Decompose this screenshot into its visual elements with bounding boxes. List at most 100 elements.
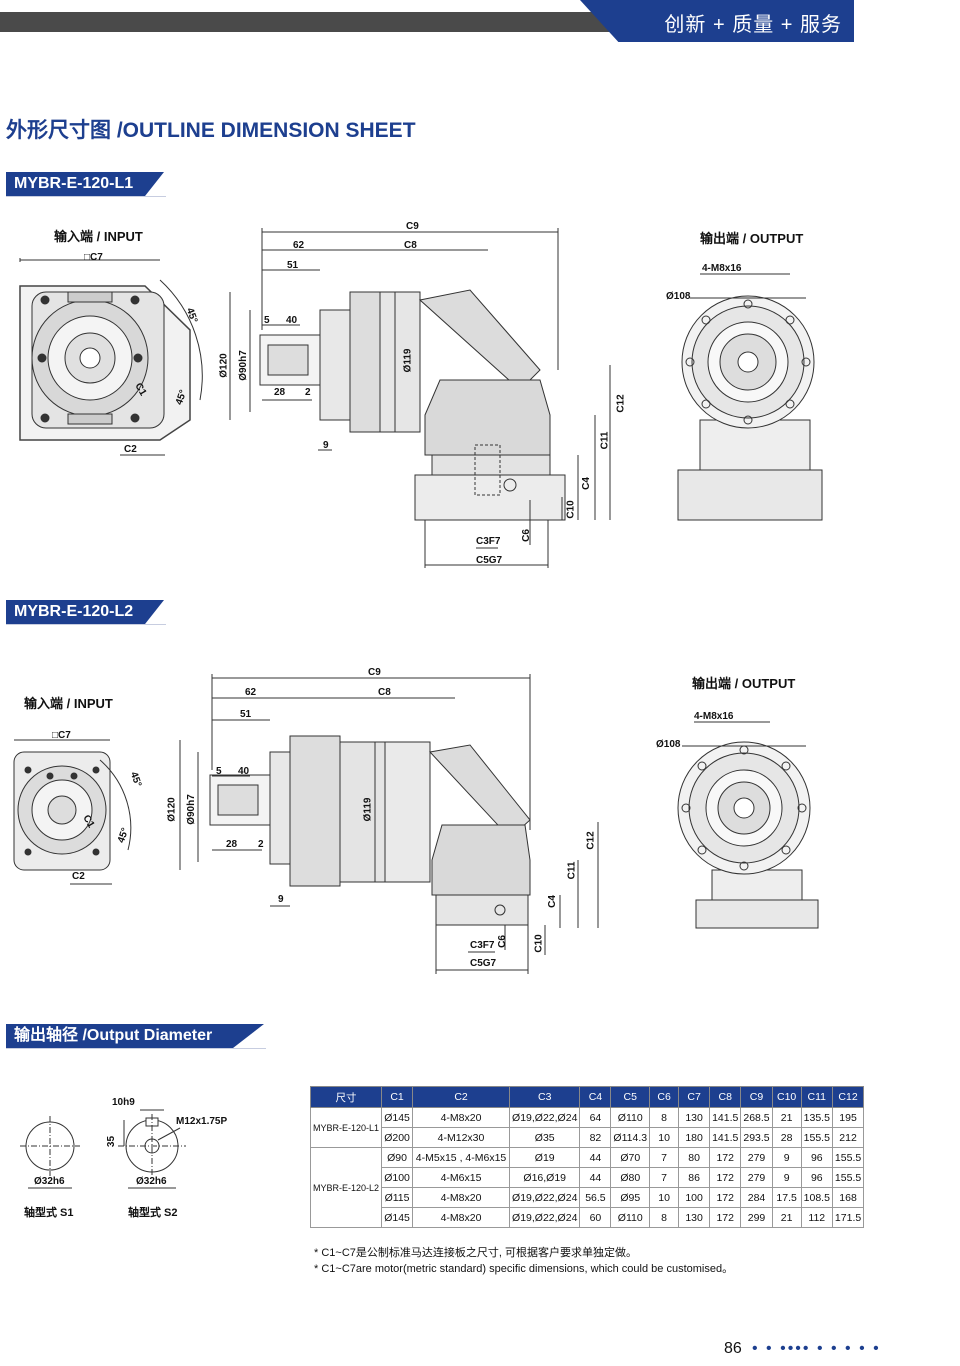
th-c1: C1 bbox=[381, 1086, 414, 1108]
th-c5: C5 bbox=[610, 1086, 651, 1108]
cell: 7 bbox=[649, 1147, 680, 1168]
model-tag-l1: MYBR-E-120-L1 bbox=[6, 172, 164, 196]
cell: 4-M8x20 bbox=[412, 1107, 511, 1128]
cell: 108.5 bbox=[800, 1187, 833, 1208]
cell: 96 bbox=[800, 1167, 833, 1188]
table-row: Ø200 4-M12x30 Ø35 82 Ø114.3 10 180 141.5… bbox=[311, 1127, 865, 1148]
cell: 28 bbox=[771, 1127, 802, 1148]
l2-dim-c7: □C7 bbox=[52, 730, 71, 741]
th-c8: C8 bbox=[709, 1086, 742, 1108]
header-bar bbox=[0, 12, 640, 32]
model-cell: MYBR-E-120-L1 bbox=[309, 1107, 383, 1148]
l1-side-view bbox=[229, 228, 611, 568]
l1-dim-c3: C3F7 bbox=[476, 536, 501, 547]
l2-input-label: 输入端 / INPUT bbox=[24, 696, 113, 711]
cell: Ø95 bbox=[610, 1187, 651, 1208]
shaft-35-dim: 35 bbox=[106, 1135, 118, 1148]
cell: Ø110 bbox=[610, 1207, 651, 1228]
l2-dim-c9: C9 bbox=[368, 667, 381, 678]
page-number: 86 bbox=[724, 1340, 742, 1357]
cell: 4-M6x15 bbox=[412, 1167, 511, 1188]
shaft-s2-label: 轴型式 S2 bbox=[128, 1207, 178, 1219]
cell: 10 bbox=[649, 1187, 680, 1208]
cell: Ø19,Ø22,Ø24 bbox=[509, 1207, 581, 1228]
cell: 130 bbox=[678, 1107, 711, 1128]
cell: 112 bbox=[800, 1207, 833, 1228]
l1-input-view bbox=[19, 258, 203, 456]
th-c2: C2 bbox=[412, 1086, 511, 1108]
l2-dim-c8: C8 bbox=[378, 687, 391, 698]
cell: Ø110 bbox=[610, 1107, 651, 1128]
cell: 168 bbox=[831, 1187, 865, 1208]
cell: 100 bbox=[678, 1187, 711, 1208]
l1-dim-d120: Ø120 bbox=[218, 353, 230, 378]
th-size: 尺寸 bbox=[309, 1086, 383, 1108]
l2-dim-28: 28 bbox=[226, 839, 238, 850]
l1-dim-c2: C2 bbox=[124, 444, 137, 455]
cell: Ø115 bbox=[381, 1187, 414, 1208]
output-diameter-tag: 输出轴径 /Output Diameter bbox=[6, 1024, 264, 1048]
tag-underline-od bbox=[6, 1048, 266, 1049]
l2-dim-2: 2 bbox=[258, 839, 264, 850]
shaft-s1-label: 轴型式 S1 bbox=[24, 1207, 74, 1219]
cell: 80 bbox=[678, 1147, 711, 1168]
cell: Ø19 bbox=[509, 1147, 581, 1168]
dimension-table: 尺寸 C1 C2 C3 C4 C5 C6 C7 C8 C9 C10 C11 C1… bbox=[309, 1086, 865, 1228]
l1-dim-d108: Ø108 bbox=[666, 291, 691, 302]
cell: Ø70 bbox=[610, 1147, 651, 1168]
l2-dim-62: 62 bbox=[245, 687, 257, 698]
cell: 21 bbox=[771, 1207, 802, 1228]
cell: 60 bbox=[579, 1207, 612, 1228]
l2-dim-9: 9 bbox=[278, 894, 284, 905]
shaft-thread-dim: M12x1.75P bbox=[176, 1116, 228, 1127]
cell: 44 bbox=[579, 1147, 612, 1168]
cell: 299 bbox=[740, 1207, 773, 1228]
th-c11: C11 bbox=[800, 1086, 833, 1108]
l1-dim-9: 9 bbox=[323, 440, 329, 451]
cell: 9 bbox=[771, 1147, 802, 1168]
l1-dim-c8: C8 bbox=[404, 240, 417, 251]
cell: 8 bbox=[649, 1107, 680, 1128]
th-c7: C7 bbox=[678, 1086, 711, 1108]
l2-dim-d108: Ø108 bbox=[656, 739, 681, 750]
cell: 268.5 bbox=[740, 1107, 773, 1128]
note-chinese: * C1~C7是公制标准马达连接板之尺寸, 可根据客户要求单独定做。 bbox=[314, 1247, 637, 1259]
cell: 180 bbox=[678, 1127, 711, 1148]
l1-dim-d119: Ø119 bbox=[402, 348, 414, 373]
cell: Ø19,Ø22,Ø24 bbox=[509, 1107, 581, 1128]
cell: 4-M8x20 bbox=[412, 1207, 511, 1228]
shaft-drawings bbox=[20, 1109, 186, 1189]
cell: 171.5 bbox=[831, 1207, 865, 1228]
l2-dim-c10: C10 bbox=[533, 934, 545, 953]
cell: 56.5 bbox=[579, 1187, 612, 1208]
cell: 212 bbox=[831, 1127, 865, 1148]
l1-dim-62: 62 bbox=[293, 240, 305, 251]
cell: 195 bbox=[831, 1107, 865, 1128]
tag-underline-l1 bbox=[6, 196, 166, 197]
l1-dim-c4: C4 bbox=[580, 477, 592, 490]
l1-dim-d90: Ø90h7 bbox=[237, 350, 249, 381]
shaft-s2-dia: Ø32h6 bbox=[136, 1176, 167, 1187]
cell: 96 bbox=[800, 1147, 833, 1168]
cell: 284 bbox=[740, 1187, 773, 1208]
cell: 172 bbox=[709, 1147, 742, 1168]
cell: Ø80 bbox=[610, 1167, 651, 1188]
l1-dim-2: 2 bbox=[305, 387, 311, 398]
table-row: MYBR-E-120-L2 Ø90 4-M5x15 , 4-M6x15 Ø19 … bbox=[309, 1147, 865, 1228]
l2-output-view bbox=[677, 721, 819, 929]
l2-dim-c11: C11 bbox=[566, 861, 578, 880]
cell: Ø114.3 bbox=[610, 1127, 651, 1148]
th-c9: C9 bbox=[740, 1086, 773, 1108]
l2-dim-d119: Ø119 bbox=[362, 797, 374, 822]
cell: 8 bbox=[649, 1207, 680, 1228]
l1-dim-5: 5 bbox=[264, 315, 270, 326]
cell: 141.5 bbox=[709, 1127, 742, 1148]
tag-underline-l2 bbox=[6, 624, 166, 625]
l2-dim-d90: Ø90h7 bbox=[185, 794, 197, 825]
l1-output-view bbox=[677, 273, 823, 521]
cell: Ø16,Ø19 bbox=[509, 1167, 581, 1188]
shaft-key-dim: 10h9 bbox=[112, 1097, 135, 1108]
l1-dim-40: 40 bbox=[286, 315, 298, 326]
model-tag-l2: MYBR-E-120-L2 bbox=[6, 600, 164, 624]
